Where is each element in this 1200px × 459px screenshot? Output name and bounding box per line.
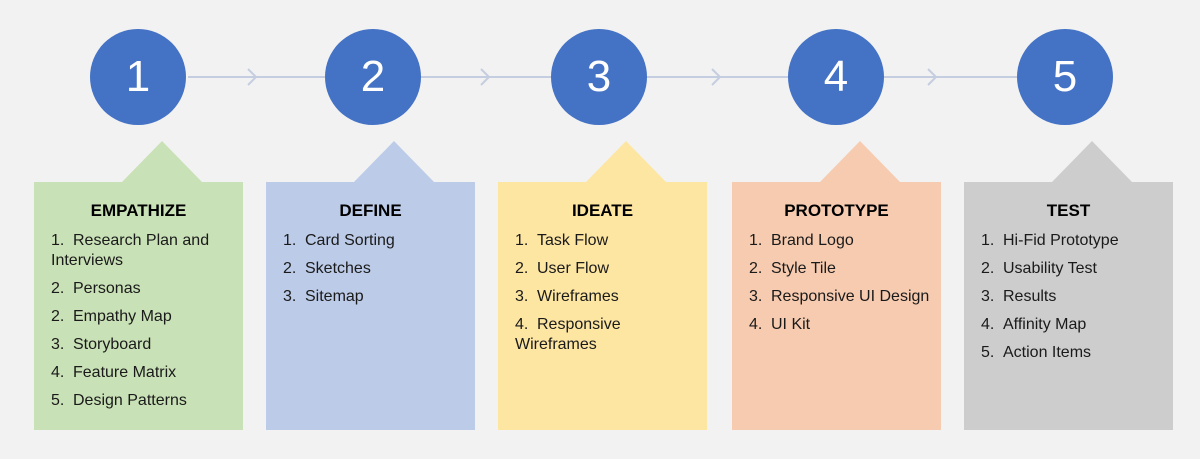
step-item-list: 1.Hi-Fid Prototype 2.Usability Test 3.Re… (981, 231, 1165, 371)
step-item-list: 1.Research Plan and Interviews 2.Persona… (51, 231, 235, 419)
step-card-prototype: PROTOTYPE 1.Brand Logo 2.Style Tile 3.Re… (732, 141, 941, 430)
step-title: DEFINE (339, 201, 402, 220)
step-circle-5: 5 (1017, 29, 1113, 125)
step-card-define: DEFINE 1.Card Sorting 2.Sketches 3.Sitem… (266, 141, 475, 430)
list-item: 4.UI Kit (749, 316, 811, 333)
connector-chevron-icon (247, 68, 258, 86)
step-number: 2 (360, 52, 386, 101)
step-title: EMPATHIZE (90, 201, 187, 220)
step-title: IDEATE (571, 201, 634, 220)
list-item: 1.Card Sorting (283, 232, 395, 249)
step-circle-3: 3 (551, 29, 647, 125)
step-item-list: 1.Brand Logo 2.Style Tile 3.Responsive U… (749, 231, 933, 343)
step-circle-1: 1 (90, 29, 186, 125)
step-item-list: 1.Task Flow 2.User Flow 3.Wireframes 4.R… (515, 231, 699, 363)
step-card-ideate: IDEATE 1.Task Flow 2.User Flow 3.Wirefra… (498, 141, 707, 430)
list-item: 4.Responsive Wireframes (515, 316, 621, 353)
step-circle-4: 4 (788, 29, 884, 125)
step-card-empathize: EMPATHIZE 1.Research Plan and Interviews… (34, 141, 243, 430)
list-item: 5.Design Patterns (51, 392, 187, 409)
list-item: 3.Storyboard (51, 336, 152, 353)
list-item: 1.Research Plan and Interviews (51, 232, 210, 269)
connector-chevron-icon (480, 68, 491, 86)
step-number: 3 (586, 52, 612, 101)
step-number: 1 (125, 52, 151, 101)
list-item: 2.Personas (51, 280, 141, 297)
step-card-test: TEST 1.Hi-Fid Prototype 2.Usability Test… (964, 141, 1173, 430)
list-item: 3.Responsive UI Design (749, 288, 930, 305)
list-item: 1.Task Flow (515, 232, 609, 249)
connector-chevron-icon (927, 68, 938, 86)
step-title: TEST (1046, 201, 1091, 220)
connector-chevron-icon (711, 68, 722, 86)
list-item: 2.Usability Test (981, 260, 1097, 277)
list-item: 4.Affinity Map (981, 316, 1087, 333)
step-item-list: 1.Card Sorting 2.Sketches 3.Sitemap (283, 231, 467, 315)
list-item: 1.Brand Logo (749, 232, 854, 249)
step-title: PROTOTYPE (784, 201, 889, 220)
list-item: 5.Action Items (981, 344, 1092, 361)
list-item: 3.Results (981, 288, 1057, 305)
list-item: 2.Empathy Map (51, 308, 172, 325)
list-item: 3.Sitemap (283, 288, 364, 305)
list-item: 2.Style Tile (749, 260, 836, 277)
step-number: 4 (823, 52, 849, 101)
list-item: 4.Feature Matrix (51, 364, 177, 381)
list-item: 2.Sketches (283, 260, 371, 277)
list-item: 3.Wireframes (515, 288, 619, 305)
list-item: 1.Hi-Fid Prototype (981, 232, 1119, 249)
list-item: 2.User Flow (515, 260, 610, 277)
step-number: 5 (1052, 52, 1078, 101)
step-circle-2: 2 (325, 29, 421, 125)
